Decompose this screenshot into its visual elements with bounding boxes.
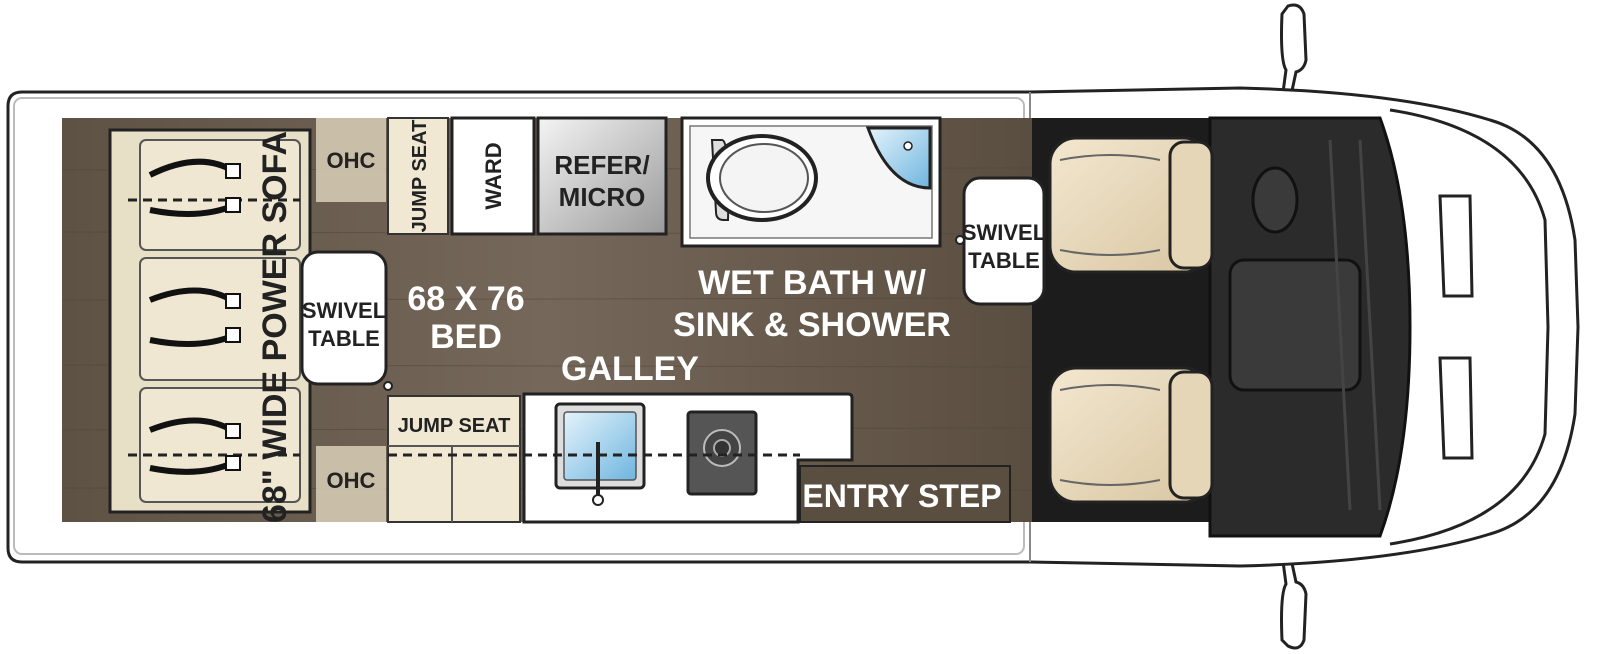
ohc-top-cabinet xyxy=(316,118,386,202)
refer-label-line2: MICRO xyxy=(559,182,646,212)
ohc-bottom-cabinet xyxy=(316,446,386,522)
jump-seat-top-label: JUMP SEAT xyxy=(409,120,431,233)
shower-icon xyxy=(865,126,932,190)
swivel-front-label-line2: TABLE xyxy=(968,248,1040,273)
galley-label: GALLEY xyxy=(561,350,699,388)
ohc-bottom-label: OHC xyxy=(327,468,376,493)
side-mirror-top xyxy=(1280,3,1308,102)
power-sofa xyxy=(108,128,312,514)
bed-label-line1: 68 X 76 xyxy=(407,280,524,318)
refrigerator-microwave xyxy=(536,116,668,236)
bed-label-line2: BED xyxy=(430,318,502,356)
table-pedestal-rear xyxy=(383,381,393,391)
entry-step xyxy=(799,465,1011,523)
toilet-icon xyxy=(706,134,818,222)
bath-label-line2: SINK & SHOWER xyxy=(673,306,951,344)
swivel-table-rear xyxy=(300,250,388,386)
passenger-seat-bottom xyxy=(1048,366,1214,504)
table-pedestal-front xyxy=(955,235,965,245)
sofa-label: 68" WIDE POWER SOFA xyxy=(256,131,294,523)
swivel-rear-label-line2: TABLE xyxy=(308,326,380,351)
jump-seat-bottom-label: JUMP SEAT xyxy=(398,415,511,437)
sink-icon xyxy=(554,402,646,506)
dashboard xyxy=(1208,116,1412,538)
wardrobe xyxy=(450,116,536,236)
driver-seat-top xyxy=(1048,136,1214,274)
bath-label-line1: WET BATH W/ xyxy=(698,264,926,302)
wardrobe-label: WARD xyxy=(481,142,506,209)
refer-label-line1: REFER/ xyxy=(554,150,649,180)
jump-seat-top xyxy=(387,117,449,235)
cooktop-icon xyxy=(686,410,758,496)
swivel-rear-label-line1: SWIVEL xyxy=(302,298,386,323)
jump-seat-bottom xyxy=(387,395,521,523)
entry-step-label: ENTRY STEP xyxy=(802,478,1001,514)
side-mirror-bottom xyxy=(1280,552,1308,650)
swivel-front-label-line1: SWIVEL xyxy=(962,220,1046,245)
ohc-top-label: OHC xyxy=(327,148,376,173)
